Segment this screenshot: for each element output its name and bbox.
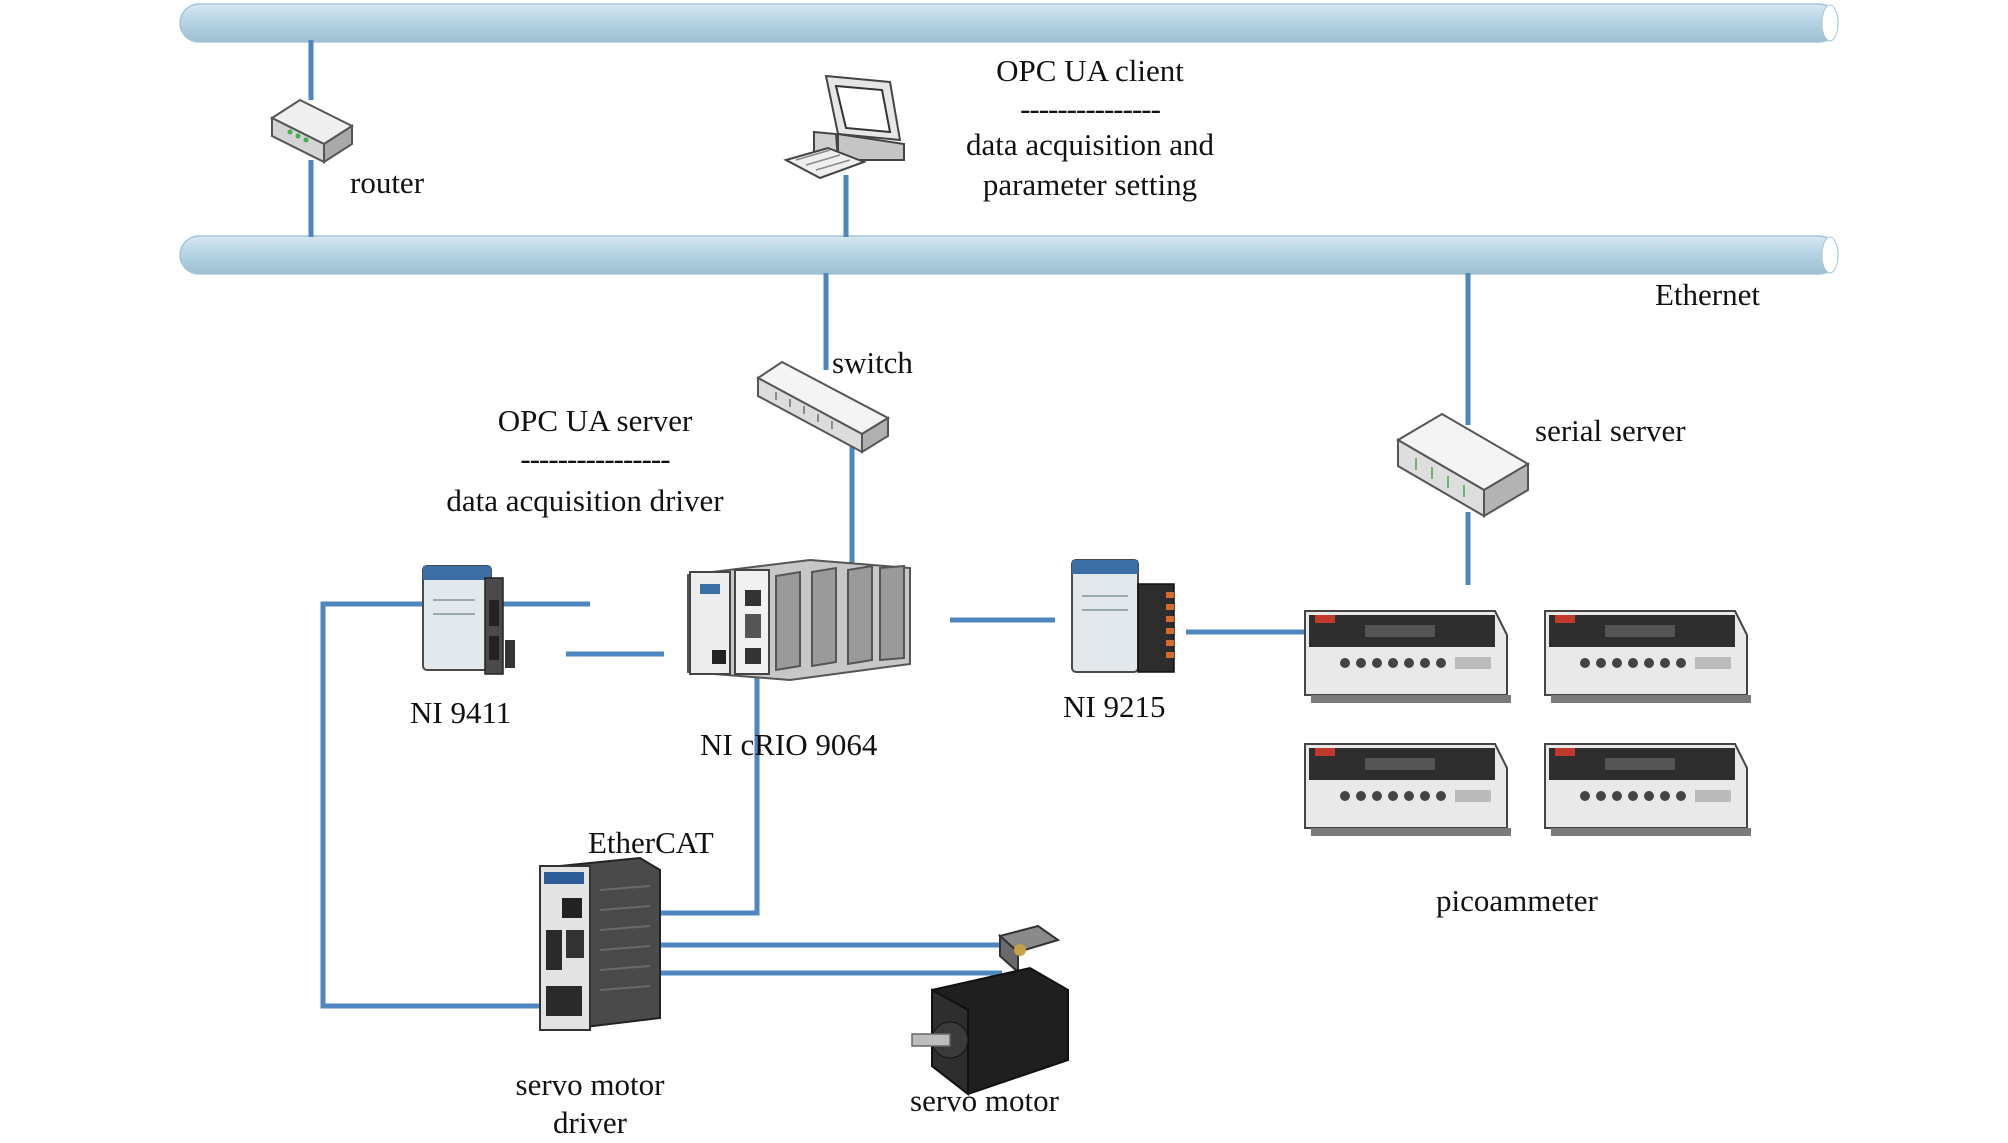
serial-server-icon xyxy=(1396,412,1530,518)
top-bus xyxy=(179,3,1839,43)
servo-driver-icon xyxy=(539,856,661,1032)
ni9215-module-icon xyxy=(1071,559,1175,673)
opc-client-desc-line2: parameter setting xyxy=(982,167,1198,202)
connection-lines xyxy=(308,40,1471,1009)
switch-icon xyxy=(756,360,891,454)
servo-motor-icon xyxy=(911,924,1069,1097)
computer-icon xyxy=(783,74,905,180)
opc-client-desc-line1: data acquisition and xyxy=(966,127,1214,162)
servo-driver-label-line1: servo motor xyxy=(515,1067,665,1102)
picoammeter-icon xyxy=(1544,743,1751,836)
opc-server-separator: ---------------- xyxy=(520,441,670,476)
crio-label: NI cRIO 9064 xyxy=(700,727,878,762)
opc-client-title: OPC UA client xyxy=(996,53,1184,88)
router-icon xyxy=(269,98,355,164)
ethercat-label: EtherCAT xyxy=(588,825,714,860)
ni9215-label: NI 9215 xyxy=(1063,689,1166,724)
crio-9064-icon xyxy=(687,558,911,682)
opc-client-separator: --------------- xyxy=(1020,91,1161,126)
ni9411-module-icon xyxy=(422,565,515,675)
servo-driver-label-line2: driver xyxy=(552,1105,628,1140)
picoammeter-icon xyxy=(1304,743,1511,836)
serial-server-label: serial server xyxy=(1535,413,1686,448)
opc-server-title: OPC UA server xyxy=(497,403,693,438)
router-label: router xyxy=(350,165,425,200)
picoammeter-label: picoammeter xyxy=(1436,883,1598,918)
picoammeter-icon xyxy=(1544,610,1751,703)
ni9411-label: NI 9411 xyxy=(410,695,512,730)
ethernet-label: Ethernet xyxy=(1655,277,1761,312)
servo-motor-label: servo motor xyxy=(910,1083,1059,1118)
opc-server-desc: data acquisition driver xyxy=(446,483,724,518)
picoammeter-icon xyxy=(1304,610,1511,703)
switch-label: switch xyxy=(832,345,913,380)
ethernet-bus xyxy=(179,235,1839,275)
